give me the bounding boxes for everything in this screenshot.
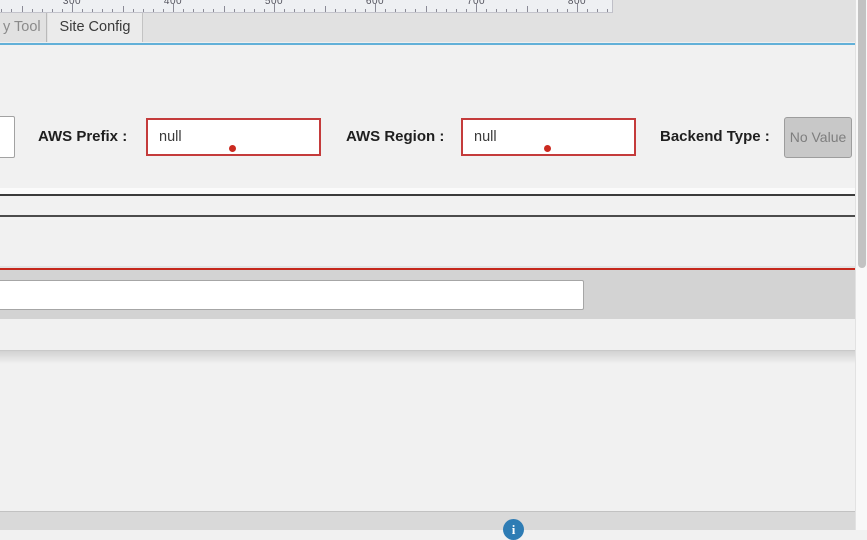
section-highlight-strip: [0, 188, 855, 194]
tab-tool-partial[interactable]: y Tool: [0, 13, 47, 42]
ruler-tick: [183, 9, 185, 12]
error-dot-icon: [544, 145, 551, 152]
ruler-tick: [354, 9, 356, 12]
tab-site-config[interactable]: Site Config: [48, 13, 143, 42]
scrollbar-thumb[interactable]: [858, 0, 866, 268]
ruler-tick: [577, 4, 578, 12]
ruler-tick: [11, 9, 13, 12]
ruler-number: 400: [163, 0, 183, 7]
ruler-tick: [405, 9, 407, 12]
ruler-tick: [233, 9, 235, 12]
ruler-tick: [597, 9, 599, 12]
ruler-tick: [506, 9, 508, 12]
ruler-tick: [1, 9, 3, 12]
ruler-tick: [607, 9, 609, 12]
ruler-tick: [92, 9, 94, 12]
ruler-tick: [546, 9, 548, 12]
ruler-tick: [253, 9, 255, 12]
ruler-tick: [263, 9, 265, 12]
ruler-tick: [455, 9, 457, 12]
aws-prefix-label: AWS Prefix :: [38, 128, 128, 145]
section-divider-dark-2: [0, 215, 855, 217]
ruler-tick: [122, 6, 124, 12]
ruler-tick: [587, 9, 589, 12]
ruler-tick: [162, 9, 164, 12]
ruler-tick: [334, 9, 336, 12]
ruler-tick: [324, 6, 326, 12]
ruler-tick: [243, 9, 245, 12]
wide-text-input[interactable]: [0, 280, 584, 310]
section-divider-dark-1: [0, 194, 855, 196]
ruler-tick: [72, 4, 73, 12]
ruler-tick: [486, 9, 488, 12]
ruler-tick: [223, 6, 225, 12]
ruler-tick: [142, 9, 144, 12]
ruler-tick: [375, 4, 376, 12]
ruler-tick: [556, 9, 558, 12]
ruler-tick: [364, 9, 366, 12]
ruler-tick: [203, 9, 205, 12]
ruler-tick: [465, 9, 467, 12]
ruler-tick: [132, 9, 134, 12]
ruler-tick: [294, 9, 296, 12]
tab-underline: [0, 43, 855, 45]
ruler-tick: [395, 9, 397, 12]
ruler-tick: [51, 9, 53, 12]
ruler-number: 500: [264, 0, 284, 7]
ruler: 300 400 500 600 700 800: [0, 0, 613, 13]
ruler-tick: [445, 9, 447, 12]
left-partial-input[interactable]: [0, 116, 15, 158]
ruler-tick: [425, 6, 427, 12]
ruler-tick: [435, 9, 437, 12]
ruler-tick: [102, 9, 104, 12]
scrollbar-track[interactable]: [855, 0, 867, 530]
ruler-tick: [415, 9, 417, 12]
lower-divider: [0, 350, 855, 351]
ruler-tick: [41, 9, 43, 12]
backend-type-label: Backend Type :: [660, 128, 770, 145]
ruler-number: 800: [567, 0, 587, 7]
section-divider-red: [0, 268, 855, 270]
aws-region-label: AWS Region :: [346, 128, 445, 145]
ruler-tick: [112, 9, 114, 12]
ruler-tick: [213, 9, 215, 12]
ruler-tick: [516, 9, 518, 12]
ruler-tick: [82, 9, 84, 12]
ruler-tick: [173, 4, 174, 12]
ruler-tick: [193, 9, 195, 12]
ruler-tick: [61, 9, 63, 12]
ruler-number: 700: [466, 0, 486, 7]
ruler-number: 600: [365, 0, 385, 7]
ruler-number: 300: [62, 0, 82, 7]
lower-divider-shadow: [0, 351, 855, 364]
ruler-tick: [496, 9, 498, 12]
ruler-tick: [344, 9, 346, 12]
error-dot-icon: [229, 145, 236, 152]
ruler-tick: [21, 6, 23, 12]
ruler-tick: [284, 9, 286, 12]
ruler-tick: [536, 9, 538, 12]
section-divider-light: [0, 266, 855, 268]
ruler-tick: [31, 9, 33, 12]
ruler-tick: [152, 9, 154, 12]
footer-bar: [0, 511, 855, 530]
ruler-tick: [385, 9, 387, 12]
ruler-tick: [526, 6, 528, 12]
ruler-tick: [304, 9, 306, 12]
ruler-tick: [566, 9, 568, 12]
backend-type-button[interactable]: No Value: [784, 117, 852, 158]
ruler-tick: [476, 4, 477, 12]
ruler-tick: [314, 9, 316, 12]
ruler-tick: [274, 4, 275, 12]
